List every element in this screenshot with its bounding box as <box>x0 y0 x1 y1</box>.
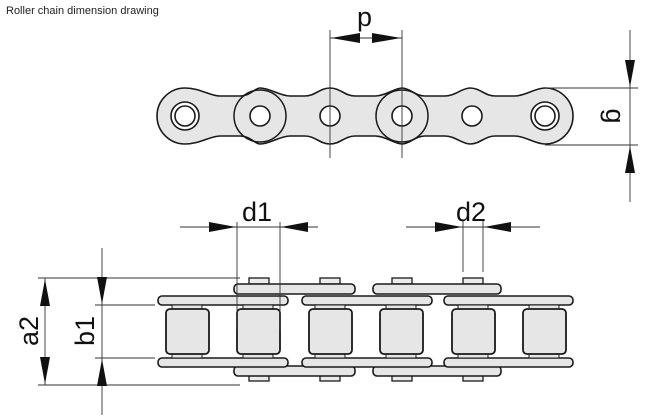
g-label: g <box>600 108 630 123</box>
inner-plate <box>443 357 574 368</box>
top-view: p g <box>156 2 638 202</box>
end-hole-inner <box>534 105 556 127</box>
roller <box>522 308 567 355</box>
d1-label: d1 <box>242 197 272 227</box>
arrow-head <box>625 146 635 173</box>
roller <box>308 308 353 355</box>
roller <box>379 308 424 355</box>
end-hole-inner <box>174 105 196 127</box>
d2-label: d2 <box>456 197 486 227</box>
pin-cap <box>391 277 413 285</box>
b1-label: b1 <box>70 316 100 346</box>
bushing-necks <box>171 304 560 359</box>
arrow-head <box>435 222 462 232</box>
arrow-head <box>209 222 236 232</box>
roller <box>451 308 496 355</box>
a2-label: a2 <box>14 316 44 346</box>
chain-plate-outline <box>156 87 574 145</box>
inner-plate <box>157 357 289 368</box>
inner-plate <box>157 295 289 306</box>
arrow-head <box>281 222 308 232</box>
pin-cap <box>319 277 341 285</box>
link-boss <box>233 89 287 143</box>
roller <box>236 308 281 355</box>
outer-plate <box>372 365 502 377</box>
inner-plate <box>443 295 574 306</box>
arrow-head <box>372 33 401 43</box>
pin-hole <box>461 105 483 127</box>
arrow-head <box>331 33 360 43</box>
inner-plate <box>301 295 433 306</box>
arrow-head <box>484 222 511 232</box>
outer-plate <box>372 283 502 295</box>
arrow-head <box>625 60 635 87</box>
drawing-title: Roller chain dimension drawing <box>6 5 159 17</box>
outer-plate <box>233 283 356 295</box>
roller <box>165 308 210 355</box>
arrow-head <box>40 279 50 306</box>
pin-cap <box>462 277 484 285</box>
pin-hole <box>249 105 271 127</box>
pitch-label: p <box>357 2 372 32</box>
arrow-head <box>40 357 50 384</box>
pin-cap <box>248 277 270 285</box>
outer-plate <box>233 365 356 377</box>
arrow-head <box>97 359 107 386</box>
arrow-head <box>97 277 107 304</box>
inner-plate <box>301 357 433 368</box>
side-view: d1 d2 a2 b1 <box>14 197 574 415</box>
